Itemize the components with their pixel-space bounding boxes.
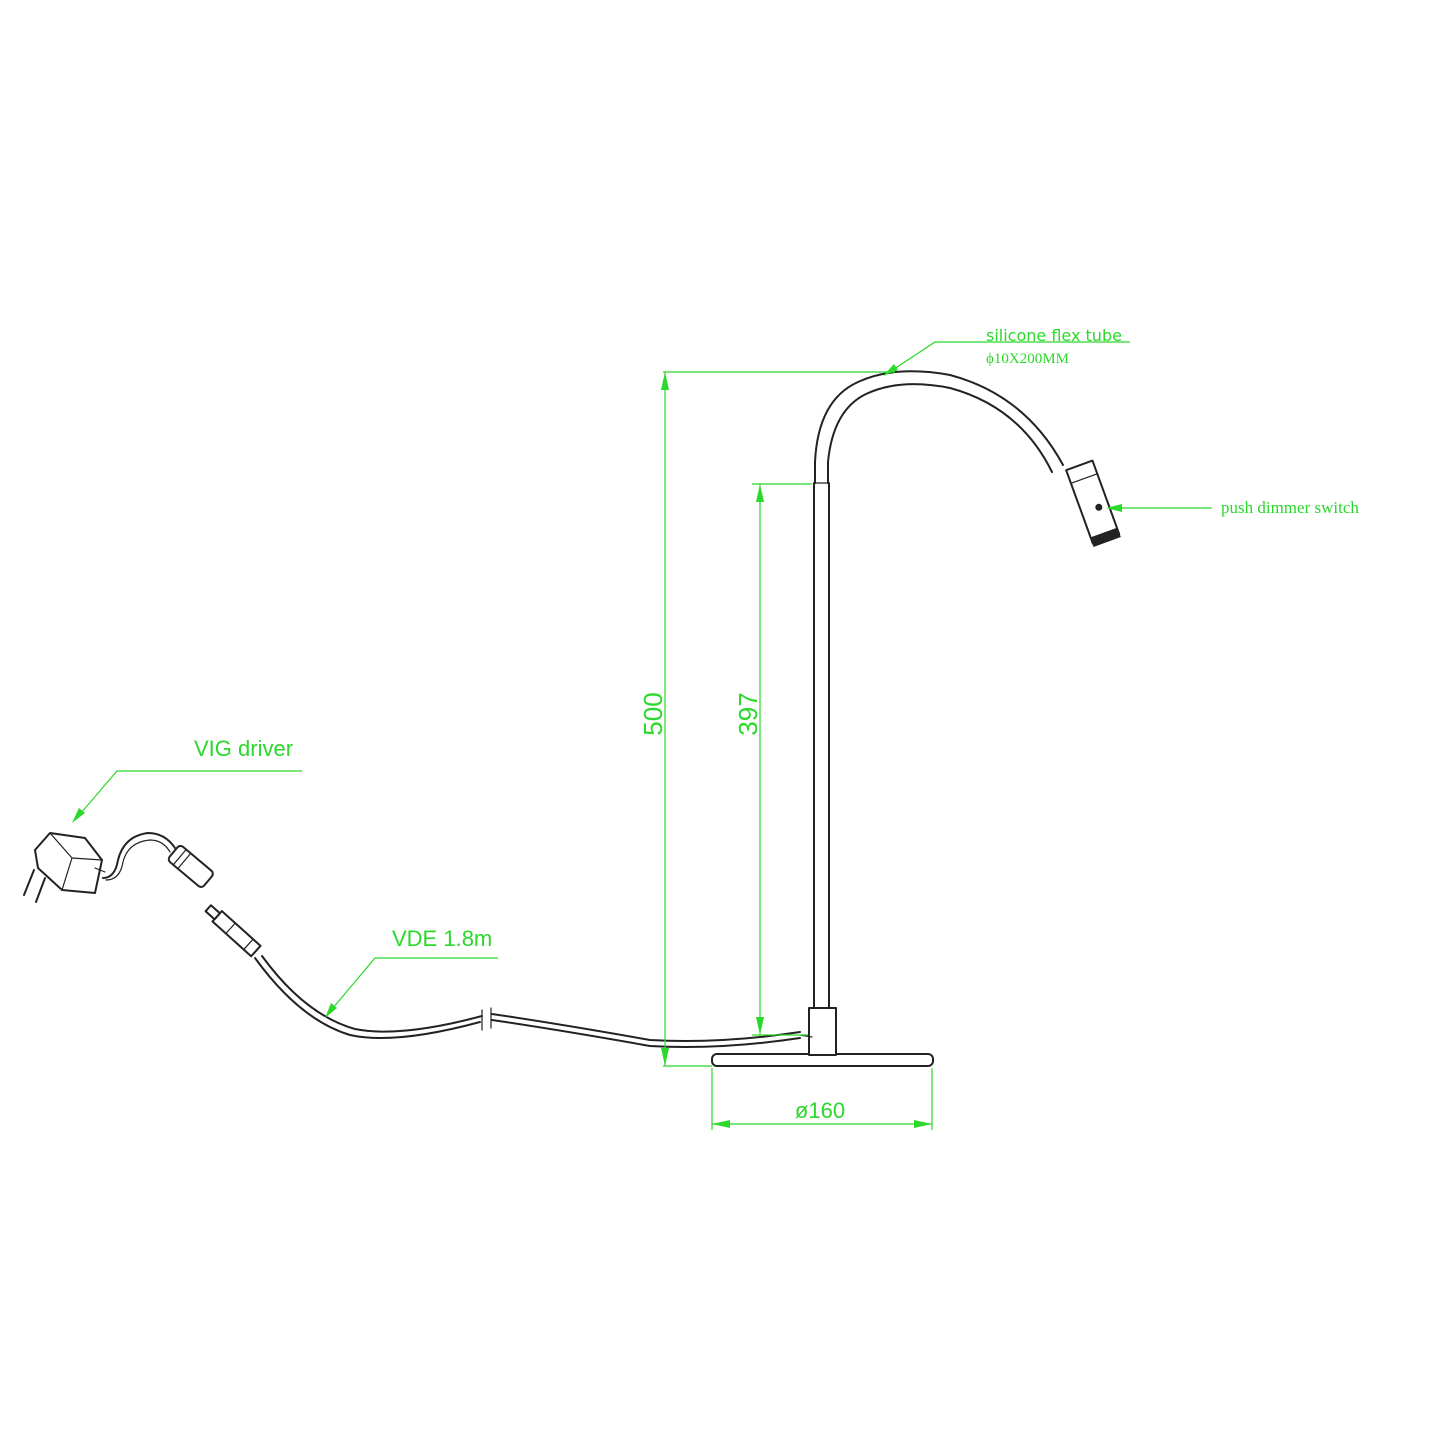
flex-tube-label: silicone flex tube — [986, 326, 1122, 345]
dc-plug — [204, 904, 262, 958]
lamp-head — [1065, 459, 1121, 547]
rigid-stem — [813, 482, 830, 1009]
dimmer-button — [1095, 503, 1103, 511]
height-stem-label: 397 — [733, 692, 763, 735]
silicone-flex-tube — [814, 370, 1064, 484]
dimension-lines — [661, 371, 933, 1130]
lamp — [711, 370, 1121, 1067]
leader-lines — [72, 341, 1212, 1018]
power-cable — [254, 955, 813, 1048]
stem-collar — [808, 1007, 837, 1056]
cable-label: VDE 1.8m — [392, 926, 492, 951]
flex-tube-spec-label: ϕ10X200MM — [986, 351, 1069, 367]
dimmer-switch-label: push dimmer switch — [1221, 498, 1359, 517]
height-total-label: 500 — [638, 692, 668, 735]
driver-label: VIG driver — [194, 736, 293, 761]
vig-driver — [23, 832, 214, 903]
base-diameter-label: ø160 — [795, 1098, 845, 1123]
